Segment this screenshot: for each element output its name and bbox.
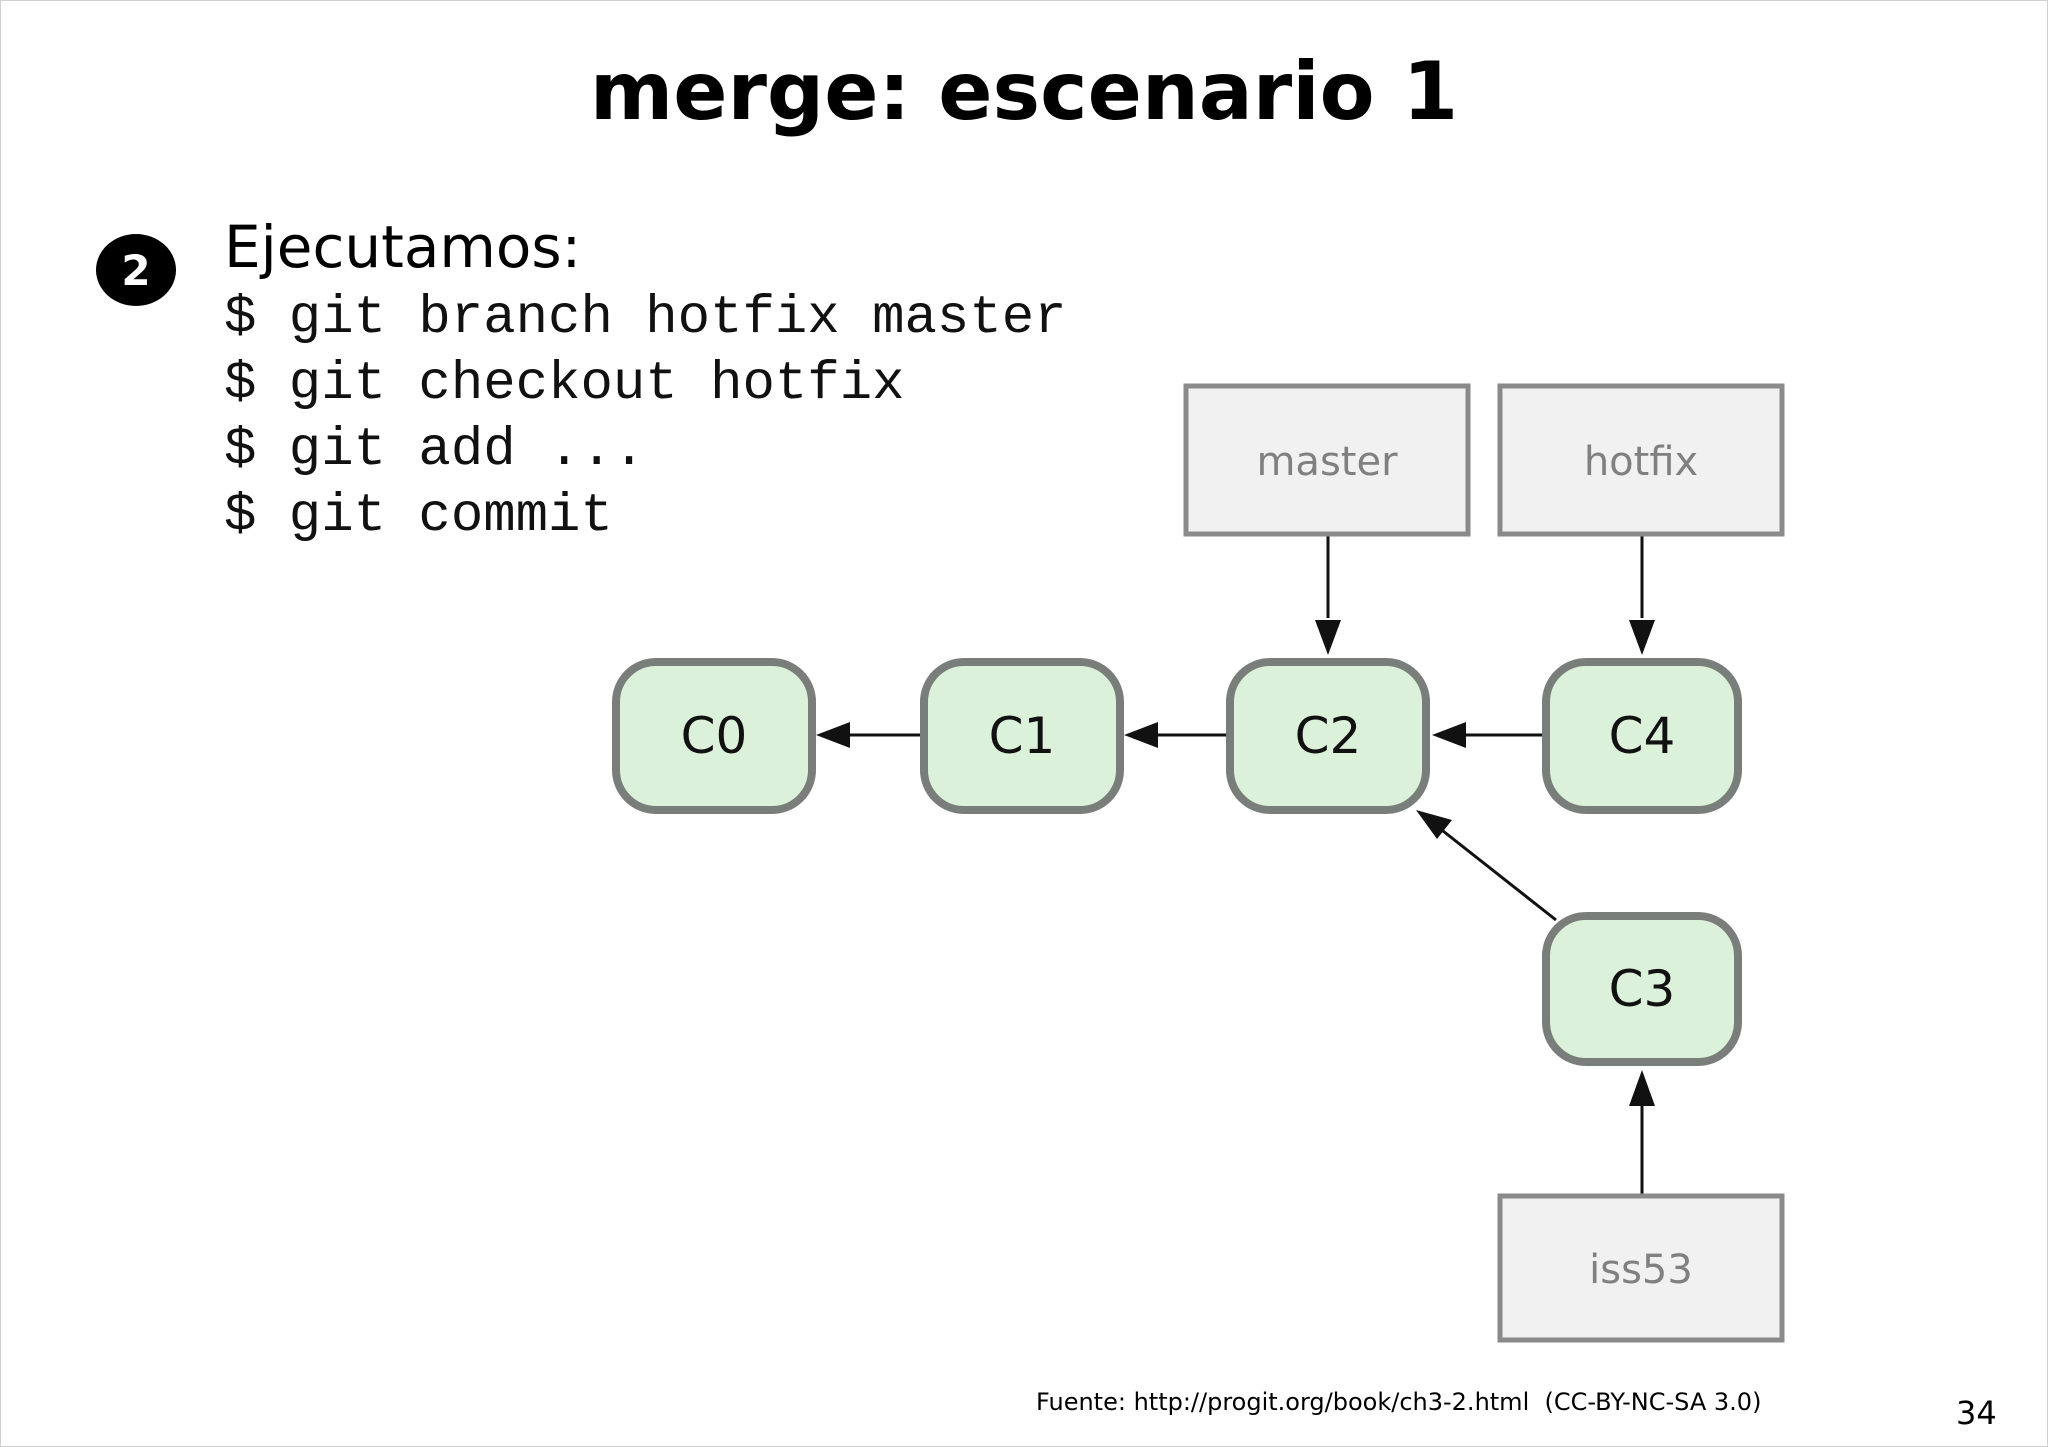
pointer-iss53-c3: [1629, 1070, 1655, 1194]
branch-label: hotfix: [1584, 439, 1698, 485]
pointer-master-c2: [1315, 535, 1341, 655]
branch-iss53: iss53: [1497, 1193, 1785, 1343]
source-credit: Fuente: http://progit.org/book/ch3-2.htm…: [1036, 1388, 1762, 1416]
branch-label: iss53: [1589, 1247, 1693, 1293]
commit-label: C0: [681, 707, 748, 765]
parent-link-c2-c1: [1124, 722, 1228, 748]
commit-label: C2: [1295, 707, 1362, 765]
parent-link-c4-c2: [1432, 722, 1542, 748]
step-heading: Ejecutamos:: [224, 213, 582, 281]
branch-hotfix: hotfix: [1497, 383, 1785, 537]
command-line: $ git branch hotfix master: [224, 288, 1067, 349]
commit-label: C3: [1609, 960, 1676, 1018]
commit-label: C1: [989, 707, 1056, 765]
command-line: $ git add ...: [224, 420, 646, 481]
page-number: 34: [1956, 1394, 1997, 1432]
command-line: $ git commit: [224, 486, 613, 547]
branch-label: master: [1256, 439, 1398, 485]
slide-title: merge: escenario 1: [589, 45, 1459, 138]
commit-label: C4: [1609, 707, 1676, 765]
pointer-hotfix-c4: [1629, 535, 1655, 655]
command-list: $ git branch hotfix master $ git checkou…: [224, 286, 1067, 550]
commit-c1: C1: [920, 658, 1124, 814]
branch-master: master: [1183, 383, 1471, 537]
commit-c0: C0: [612, 658, 816, 814]
command-line: $ git checkout hotfix: [224, 354, 905, 415]
commit-c2: C2: [1226, 658, 1430, 814]
parent-link-c1-c0: [816, 722, 920, 748]
step-number-badge: 2: [96, 234, 176, 306]
commit-c3: C3: [1542, 912, 1742, 1066]
parent-link-c3-c2: [1416, 810, 1557, 922]
commit-c4: C4: [1542, 658, 1742, 814]
